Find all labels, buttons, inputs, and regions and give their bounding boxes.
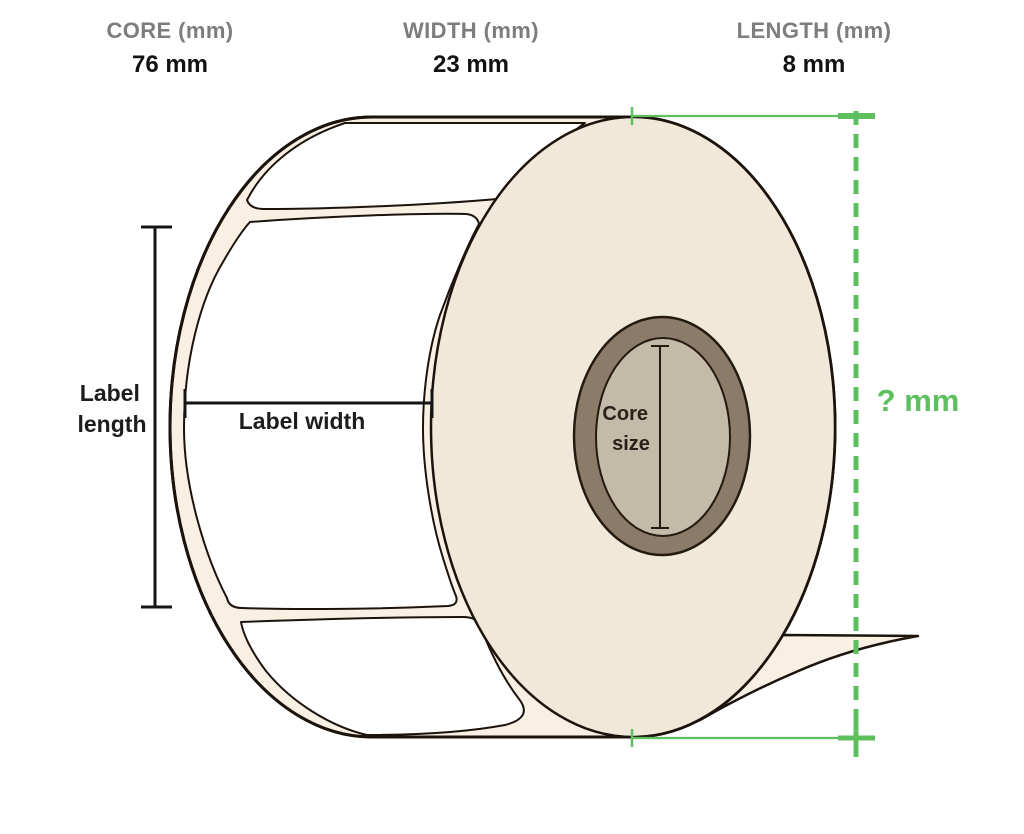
core-size-text: Core size <box>602 403 653 455</box>
core-size-dimension-line <box>651 345 669 529</box>
header-length: LENGTH (mm) 8 mm <box>694 18 934 79</box>
header-width: WIDTH (mm) 23 mm <box>351 18 591 79</box>
roll-length-unknown-text: ? mm <box>877 383 960 418</box>
label-sticker-bottom <box>240 616 525 736</box>
label-width-text: Label width <box>239 408 366 434</box>
header-width-value: 23 mm <box>432 51 510 78</box>
label-width-dimension-line <box>183 389 434 418</box>
header-core: CORE (mm) 76 mm <box>50 18 290 79</box>
header-core-value: 76 mm <box>131 51 209 78</box>
header-length-label: LENGTH (mm) <box>736 18 892 43</box>
label-length-dimension-line <box>141 225 172 609</box>
header-length-value: 8 mm <box>782 51 846 78</box>
core-hole <box>595 337 731 537</box>
header-width-label: WIDTH (mm) <box>403 18 539 43</box>
label-sticker-middle <box>183 212 480 611</box>
label-length-text: Label length <box>78 380 147 437</box>
roll-length-dimension <box>630 107 875 757</box>
header-core-label: CORE (mm) <box>106 18 234 43</box>
